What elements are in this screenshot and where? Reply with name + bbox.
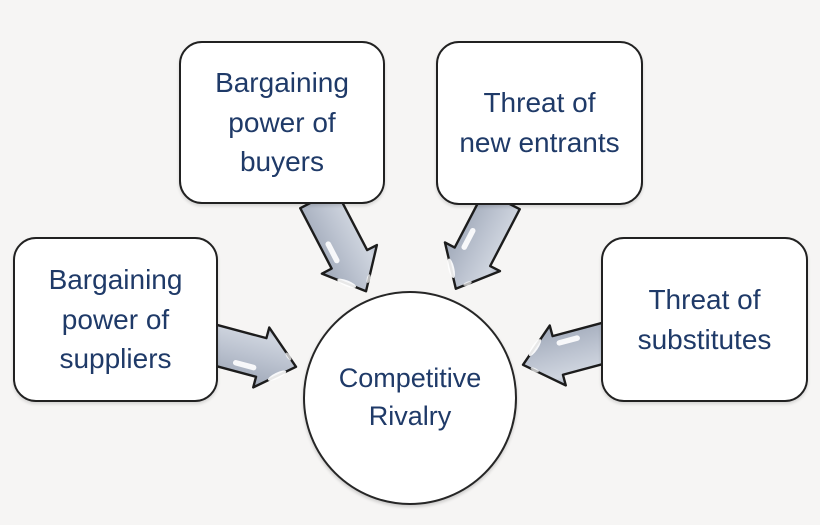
arrow-substitutes-to-rivalry-icon bbox=[521, 321, 615, 387]
node-competitive-rivalry: Competitive Rivalry bbox=[303, 291, 517, 505]
node-bargaining-power-of-buyers: Bargaining power of buyers bbox=[179, 41, 385, 204]
arrow-buyers-to-rivalry-icon bbox=[299, 188, 379, 293]
node-bargaining-power-of-suppliers: Bargaining power of suppliers bbox=[13, 237, 218, 402]
node-label: Threat of substitutes bbox=[637, 283, 772, 355]
node-label: Bargaining power of suppliers bbox=[48, 263, 183, 375]
node-label: Competitive Rivalry bbox=[338, 363, 482, 431]
node-label: Bargaining power of buyers bbox=[215, 66, 349, 178]
arrow-suppliers-to-rivalry-icon bbox=[204, 323, 298, 389]
node-threat-of-substitutes: Threat of substitutes bbox=[601, 237, 808, 402]
arrow-new-entrants-to-rivalry-icon bbox=[443, 189, 521, 290]
node-threat-of-new-entrants: Threat of new entrants bbox=[436, 41, 643, 205]
node-label: Threat of new entrants bbox=[459, 87, 620, 158]
